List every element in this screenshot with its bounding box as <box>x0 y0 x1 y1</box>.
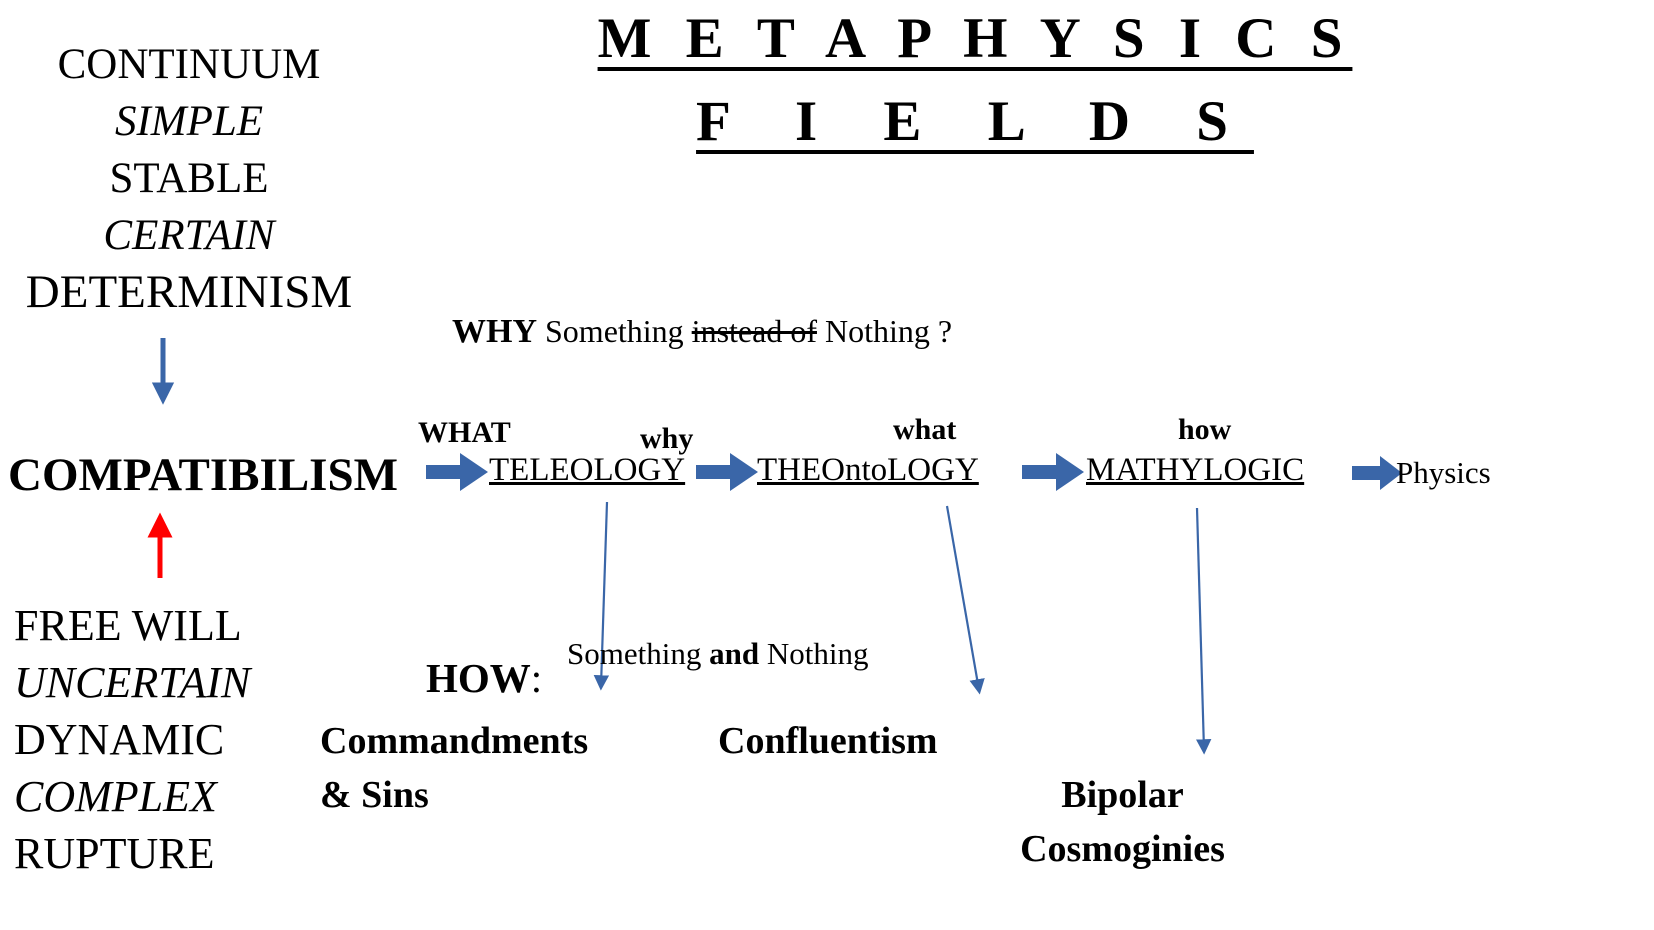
title-line-fields: F I E L D S <box>696 90 1254 153</box>
list-item-certain: CERTAIN <box>103 212 275 259</box>
arrow-compatibilism-to-teleology <box>426 453 488 491</box>
determinism-list: CONTINUUM SIMPLE STABLE CERTAIN DETERMIN… <box>0 36 378 321</box>
freewill-list: FREE WILL UNCERTAIN DYNAMIC COMPLEX RUPT… <box>14 597 250 882</box>
list-item-determinism: DETERMINISM <box>25 266 353 318</box>
arrow-mathylogic-to-physics <box>1352 456 1402 490</box>
outcome-commandments-line1: Commandments <box>320 720 589 762</box>
list-item-uncertain: UNCERTAIN <box>14 658 251 707</box>
list-item-stable: STABLE <box>109 155 269 202</box>
how-text-after: Nothing <box>759 636 869 671</box>
title-line-metaphysics: M E T A P H Y S I C S <box>597 7 1353 70</box>
outcome-bipolar-line2: Cosmoginies <box>1020 828 1225 870</box>
chain-label-how-lower: how <box>1178 413 1232 446</box>
arrow-teleology-to-theontology <box>696 453 758 491</box>
outcome-commandments-sins: Commandments & Sins <box>320 714 588 822</box>
list-item-simple: SIMPLE <box>114 98 264 145</box>
how-emphasis-and: and <box>709 636 760 671</box>
arrow-mathylogic-to-bipolar <box>1195 507 1212 755</box>
arrow-theontology-to-mathylogic <box>1022 453 1084 491</box>
list-item-complex: COMPLEX <box>14 772 217 821</box>
outcome-bipolar-line1: Bipolar <box>1061 774 1184 816</box>
how-separator: : <box>530 655 553 701</box>
compatibilism-label: COMPATIBILISM <box>8 449 398 501</box>
how-statement: Something and Nothing <box>536 600 868 708</box>
chain-terminal-physics: Physics <box>1396 455 1491 490</box>
why-struck-text: instead of <box>691 313 817 349</box>
outcome-bipolar-cosmoginies: Bipolar Cosmoginies <box>950 768 1295 876</box>
list-item-rupture: RUPTURE <box>14 829 215 878</box>
outcome-commandments-line2: & Sins <box>320 774 429 816</box>
title-block: M E T A P H Y S I C S F I E L D S <box>545 6 1405 154</box>
outcome-confluentism: Confluentism <box>718 720 938 762</box>
why-keyword: WHY <box>452 313 537 350</box>
chain-node-theontology: THEOntoLOGY <box>757 452 979 488</box>
why-question: WHY Something instead of Nothing ? <box>420 276 952 388</box>
why-text-after: Nothing ? <box>816 313 953 349</box>
arrow-theontology-to-confluentism <box>945 505 985 695</box>
chain-label-why-lower: why <box>640 422 694 455</box>
why-text-before: Something <box>537 313 692 349</box>
list-item-dynamic: DYNAMIC <box>14 715 225 764</box>
how-keyword: HOW <box>426 655 531 701</box>
chain-node-mathylogic: MATHYLOGIC <box>1086 452 1305 488</box>
chain-label-what-upper: WHAT <box>418 416 511 449</box>
list-item-continuum: CONTINUUM <box>57 41 321 88</box>
how-keyword-block: HOW: <box>385 606 552 750</box>
chain-label-what-lower: what <box>893 413 957 446</box>
chain-node-teleology: TELEOLOGY <box>489 452 686 488</box>
list-item-free-will: FREE WILL <box>14 601 242 650</box>
how-text-before: Something <box>567 636 710 671</box>
